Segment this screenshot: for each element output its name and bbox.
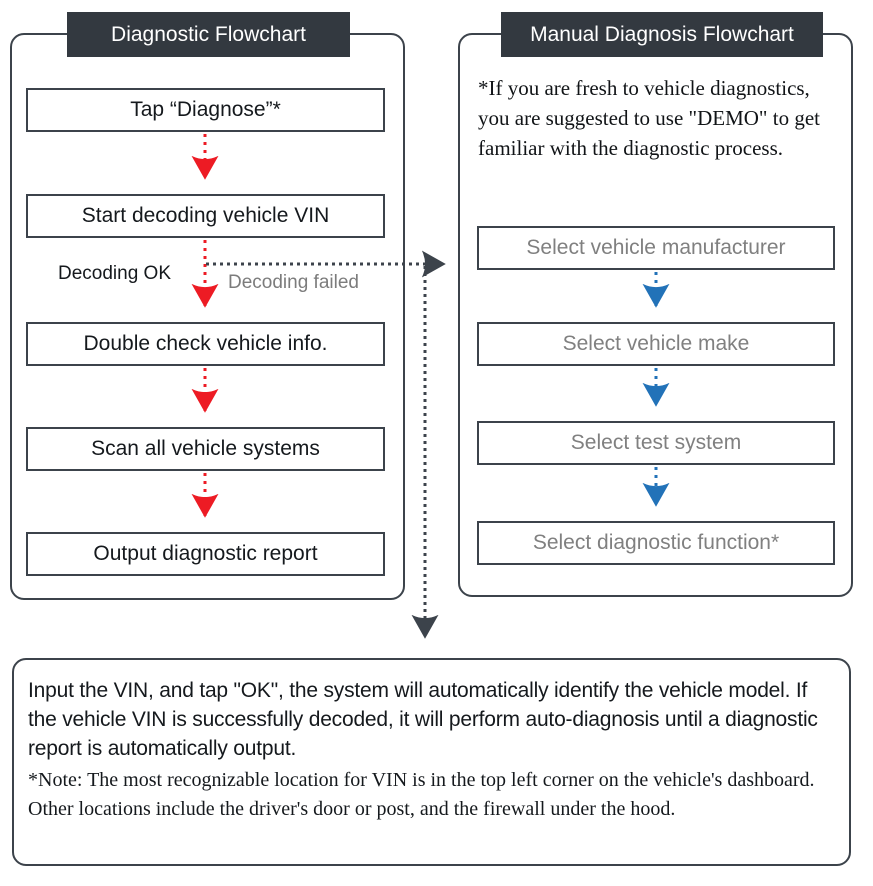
manual-diagnosis-intro-text: *If you are fresh to vehicle diagnostics…: [478, 76, 820, 160]
step-scan-all-vehicle-systems[interactable]: Scan all vehicle systems: [26, 427, 385, 471]
edge-label-decoding-ok: Decoding OK: [58, 263, 172, 284]
vin-note-paragraph-main: Input the VIN, and tap "OK", the system …: [28, 679, 818, 760]
step-select-vehicle-make[interactable]: Select vehicle make: [477, 322, 835, 366]
edge-label-decoding-failed: Decoding failed: [228, 272, 359, 293]
panel-title-diagnostic-flowchart: Diagnostic Flowchart: [67, 12, 350, 57]
step-output-diagnostic-report[interactable]: Output diagnostic report: [26, 532, 385, 576]
step-tap-diagnose[interactable]: Tap “Diagnose”*: [26, 88, 385, 132]
step-double-check-vehicle-info[interactable]: Double check vehicle info.: [26, 322, 385, 366]
panel-title-manual-diagnosis-flowchart: Manual Diagnosis Flowchart: [501, 12, 823, 57]
step-select-vehicle-manufacturer[interactable]: Select vehicle manufacturer: [477, 226, 835, 270]
vin-note-paragraph-note: *Note: The most recognizable location fo…: [28, 769, 815, 820]
panel-vin-note: [12, 658, 851, 866]
step-select-diagnostic-function[interactable]: Select diagnostic function*: [477, 521, 835, 565]
step-start-decoding-vin[interactable]: Start decoding vehicle VIN: [26, 194, 385, 238]
step-select-test-system[interactable]: Select test system: [477, 421, 835, 465]
